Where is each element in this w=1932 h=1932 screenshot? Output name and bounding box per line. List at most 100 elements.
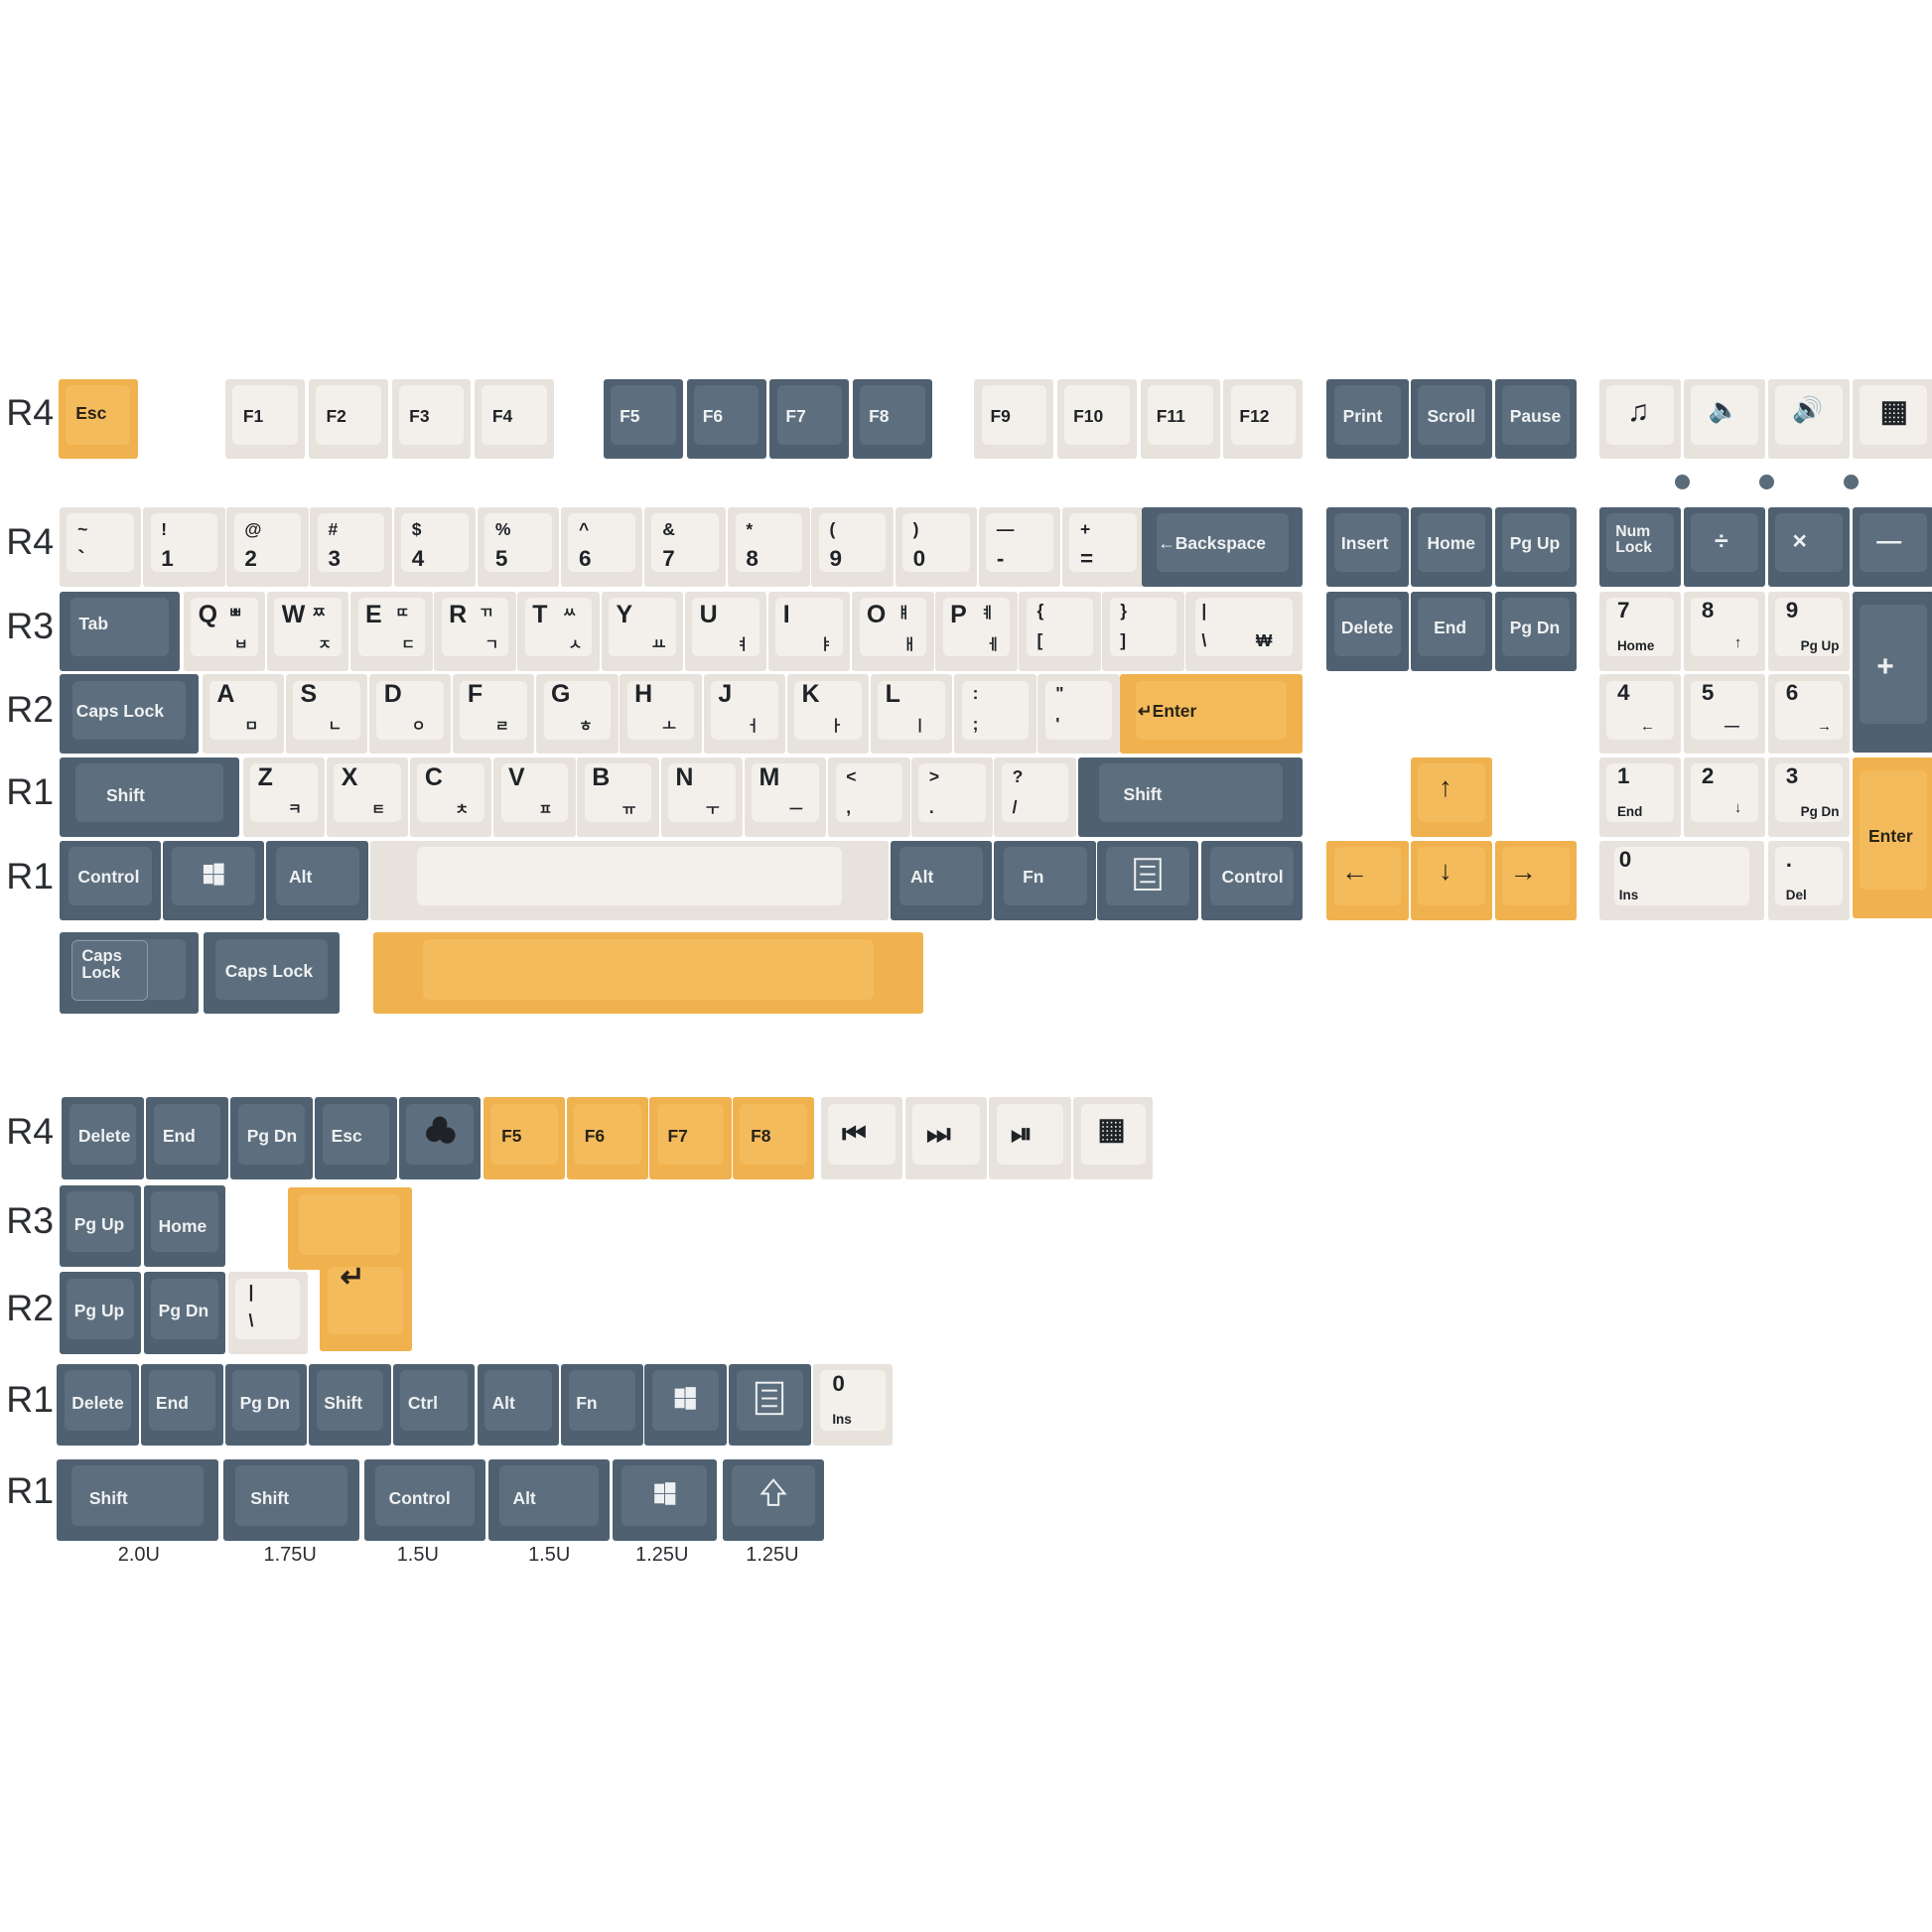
right-shift-key[interactable]: Shift [1078, 757, 1304, 837]
f10-key[interactable]: F10 [1057, 379, 1138, 459]
numdot-key[interactable]: .Del [1767, 840, 1851, 920]
yellow-spacebar-key[interactable] [372, 932, 924, 1015]
esc-key[interactable]: Esc [58, 379, 138, 459]
print-key[interactable]: Print [1326, 379, 1409, 459]
num8-key[interactable]: 8↑ [1683, 591, 1766, 671]
shift-175u-key[interactable]: Shift [222, 1458, 360, 1542]
enter-key[interactable]: ↵Enter [1119, 674, 1304, 755]
up-arrow-key[interactable]: ↑ [1411, 757, 1493, 837]
right-alt-key[interactable]: Alt [890, 840, 992, 920]
shift-icon-125u-key[interactable] [722, 1458, 825, 1542]
home-key[interactable]: Home [1411, 506, 1493, 587]
right-arrow-key[interactable]: → [1494, 840, 1578, 920]
iso-enter-key-top[interactable] [287, 1187, 412, 1270]
right-control-key[interactable]: Control [1200, 840, 1304, 920]
d1-key[interactable]: !1 [143, 506, 225, 587]
play-pause-icon-key[interactable]: ⏯ [989, 1097, 1071, 1179]
numlock-key[interactable]: Num Lock [1598, 506, 1682, 587]
left-control-key[interactable]: Control [59, 840, 162, 920]
pipe-key[interactable]: |\₩ [1184, 591, 1304, 671]
pgdn-extra-key[interactable]: Pg Dn [143, 1272, 226, 1354]
num-minus-key[interactable]: — [1852, 506, 1932, 587]
d0-key[interactable]: )0 [895, 506, 977, 587]
shift-2u-key[interactable]: Shift [57, 1458, 218, 1542]
ctrl-mod-key[interactable]: Ctrl [393, 1363, 476, 1446]
d7-key[interactable]: &7 [644, 506, 727, 587]
end-key[interactable]: End [1411, 591, 1493, 671]
f6-key[interactable]: F6 [686, 379, 766, 459]
lt-key[interactable]: <, [828, 757, 910, 837]
capslock-key[interactable]: Caps Lock [59, 674, 199, 755]
pgdn-mod-key[interactable]: Pg Dn [224, 1363, 308, 1446]
f7-key[interactable]: F7 [769, 379, 850, 459]
f2-key[interactable]: F2 [308, 379, 388, 459]
num2-key[interactable]: 2↓ [1683, 757, 1766, 837]
minus-key[interactable]: —- [978, 506, 1061, 587]
menu-key[interactable] [1097, 840, 1199, 920]
f8-yellow-key[interactable]: F8 [732, 1097, 815, 1179]
music-icon-key[interactable]: ♫ [1598, 379, 1682, 459]
down-arrow-key[interactable]: ↓ [1411, 840, 1493, 920]
num5-key[interactable]: 5— [1683, 674, 1766, 755]
tilde-key[interactable]: ~` [59, 506, 142, 587]
scroll-key[interactable]: Scroll [1411, 379, 1493, 459]
num4-key[interactable]: 4← [1598, 674, 1682, 755]
shift-mod-key[interactable]: Shift [309, 1363, 391, 1446]
f5-yellow-key[interactable]: F5 [483, 1097, 566, 1179]
f12-key[interactable]: F12 [1223, 379, 1304, 459]
colon-key[interactable]: :; [954, 674, 1036, 755]
pipe-extra-key[interactable]: |\ [227, 1272, 308, 1354]
windows-extra-key[interactable] [644, 1363, 727, 1446]
insert-key[interactable]: Insert [1326, 506, 1409, 587]
num-enter-key[interactable]: Enter [1852, 757, 1932, 919]
num6-key[interactable]: 6→ [1767, 674, 1851, 755]
spacebar-key[interactable] [370, 840, 890, 920]
fn-mod-key[interactable]: Fn [561, 1363, 643, 1446]
left-arrow-key[interactable]: ← [1326, 840, 1409, 920]
f3-key[interactable]: F3 [391, 379, 472, 459]
end-extra-key[interactable]: End [146, 1097, 228, 1179]
f11-key[interactable]: F11 [1140, 379, 1220, 459]
d8-key[interactable]: *8 [728, 506, 810, 587]
volume-up-icon-key[interactable]: 🔊 [1767, 379, 1851, 459]
lbrace-key[interactable]: {[ [1019, 591, 1101, 671]
left-alt-key[interactable]: Alt [266, 840, 368, 920]
f5-key[interactable]: F5 [604, 379, 684, 459]
iso-enter-key[interactable]: ↵ [320, 1259, 412, 1352]
pgup-extra2-key[interactable]: Pg Up [59, 1272, 142, 1354]
left-shift-key[interactable]: Shift [59, 757, 239, 837]
cherry-icon-key[interactable] [399, 1097, 482, 1179]
f4-key[interactable]: F4 [475, 379, 555, 459]
f8-key[interactable]: F8 [853, 379, 932, 459]
volume-down-icon-key[interactable]: 🔈 [1683, 379, 1766, 459]
windows-125u-key[interactable] [612, 1458, 717, 1542]
menu-extra-key[interactable] [729, 1363, 811, 1446]
d4-key[interactable]: $4 [393, 506, 476, 587]
d3-key[interactable]: #3 [310, 506, 392, 587]
pause-key[interactable]: Pause [1494, 379, 1578, 459]
quote-key[interactable]: "' [1037, 674, 1120, 755]
prev-track-icon-key[interactable]: ⏮ [820, 1097, 903, 1179]
pgdn-key[interactable]: Pg Dn [1494, 591, 1578, 671]
